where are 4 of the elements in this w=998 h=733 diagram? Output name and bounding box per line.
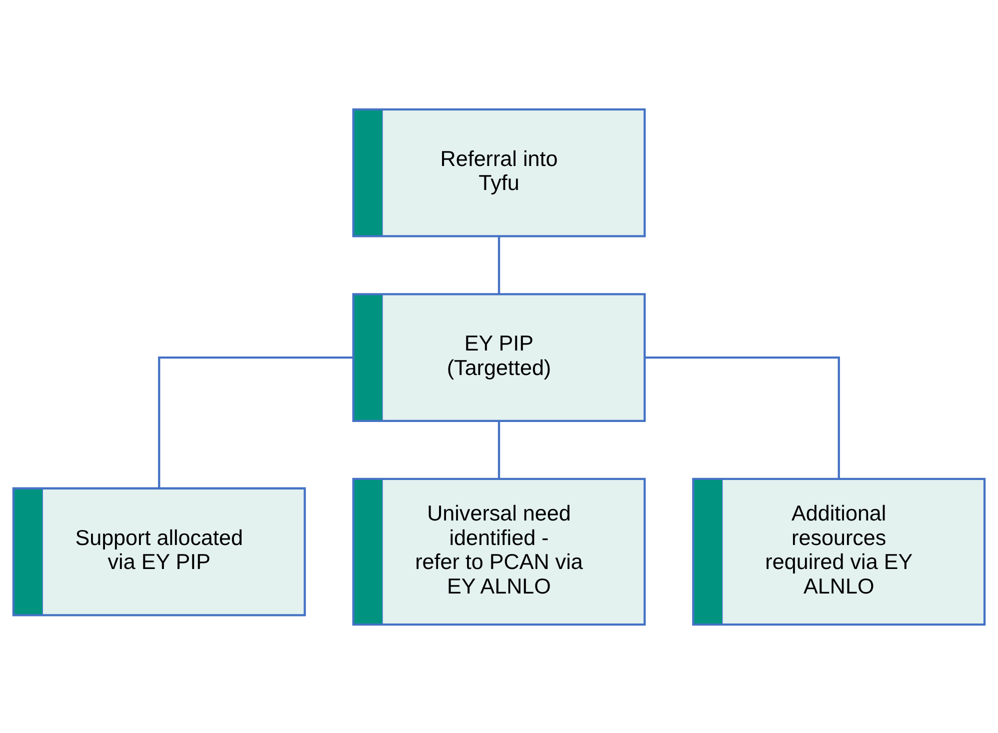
connector — [498, 236, 500, 294]
connector — [158, 356, 353, 488]
connector — [645, 356, 840, 478]
connector — [498, 420, 500, 478]
